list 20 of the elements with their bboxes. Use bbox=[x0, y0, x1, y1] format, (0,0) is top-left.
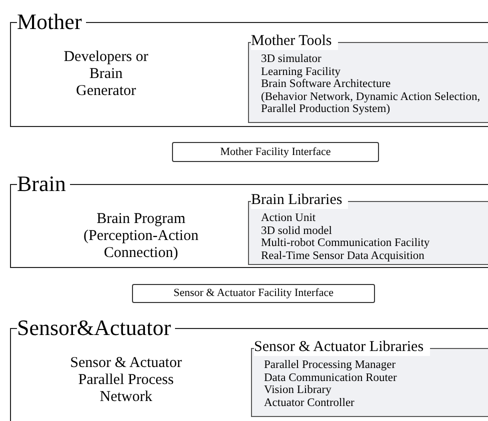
list-item: 3D solid model bbox=[261, 224, 333, 237]
list-item: Data Communication Router bbox=[264, 372, 398, 384]
panel-title: Brain Libraries bbox=[251, 191, 348, 209]
list-item: Action Unit bbox=[261, 212, 317, 224]
panel-title: Sensor & Actuator Libraries bbox=[254, 338, 430, 356]
list-item: Learning Facility bbox=[261, 66, 342, 78]
interface-box: Sensor & Actuator Facility Interface bbox=[132, 284, 375, 303]
list-item: Brain Software Architecture bbox=[261, 78, 392, 90]
panel-title: Mother Tools bbox=[251, 32, 338, 50]
list-item: Actuator Controller bbox=[264, 396, 356, 409]
list-item: Real-Time Sensor Data Acquisition bbox=[261, 250, 426, 262]
list-item: Multi-robot Communication Facility bbox=[261, 237, 431, 250]
layer-description: Developers or Brain Generator bbox=[62, 49, 150, 100]
list-item: Vision Library bbox=[264, 384, 332, 396]
list-item: Parallel Processing Manager bbox=[264, 359, 397, 372]
list-item: 3D simulator bbox=[261, 53, 322, 66]
layer-description: Sensor & Actuator Parallel Process Network bbox=[69, 355, 183, 406]
layer-description: Brain Program (Perception-Action Connection) bbox=[82, 211, 200, 262]
list-item: (Behavior Network, Dynamic Action Selection, Parallel Production System) bbox=[261, 90, 482, 116]
interface-box: Mother Facility Interface bbox=[172, 142, 379, 162]
